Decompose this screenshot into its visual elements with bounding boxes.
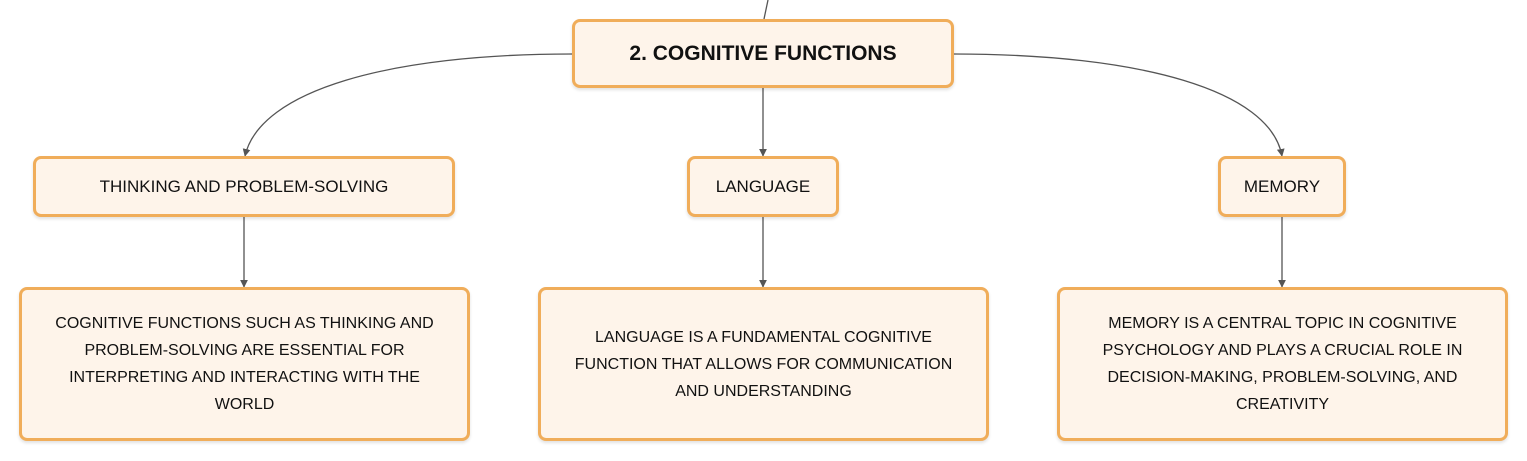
detail-node-text: COGNITIVE FUNCTIONS SUCH AS THINKING AND… <box>55 315 434 413</box>
branch-node-language[interactable]: LANGUAGE <box>687 156 839 217</box>
detail-node-thinking[interactable]: COGNITIVE FUNCTIONS SUCH AS THINKING AND… <box>19 287 470 441</box>
detail-node-text: LANGUAGE IS A FUNDAMENTAL COGNITIVE FUNC… <box>574 328 953 400</box>
detail-node-memory[interactable]: MEMORY IS A CENTRAL TOPIC IN COGNITIVE P… <box>1057 287 1508 441</box>
connector-root-to-thinking <box>242 53 573 157</box>
branch-node-label: THINKING AND PROBLEM-SOLVING <box>99 176 389 196</box>
branch-node-memory[interactable]: MEMORY <box>1218 156 1346 217</box>
root-node[interactable]: 2. COGNITIVE FUNCTIONS <box>572 19 954 88</box>
detail-node-text: MEMORY IS A CENTRAL TOPIC IN COGNITIVE P… <box>1102 315 1463 413</box>
connector-parent-to-root <box>763 0 769 20</box>
detail-node-language[interactable]: LANGUAGE IS A FUNDAMENTAL COGNITIVE FUNC… <box>538 287 989 441</box>
branch-node-thinking[interactable]: THINKING AND PROBLEM-SOLVING <box>33 156 455 217</box>
branch-node-label: MEMORY <box>1243 176 1321 196</box>
root-node-label: 2. COGNITIVE FUNCTIONS <box>629 41 897 65</box>
connector-root-to-memory <box>953 53 1285 157</box>
branch-node-label: LANGUAGE <box>715 176 811 196</box>
